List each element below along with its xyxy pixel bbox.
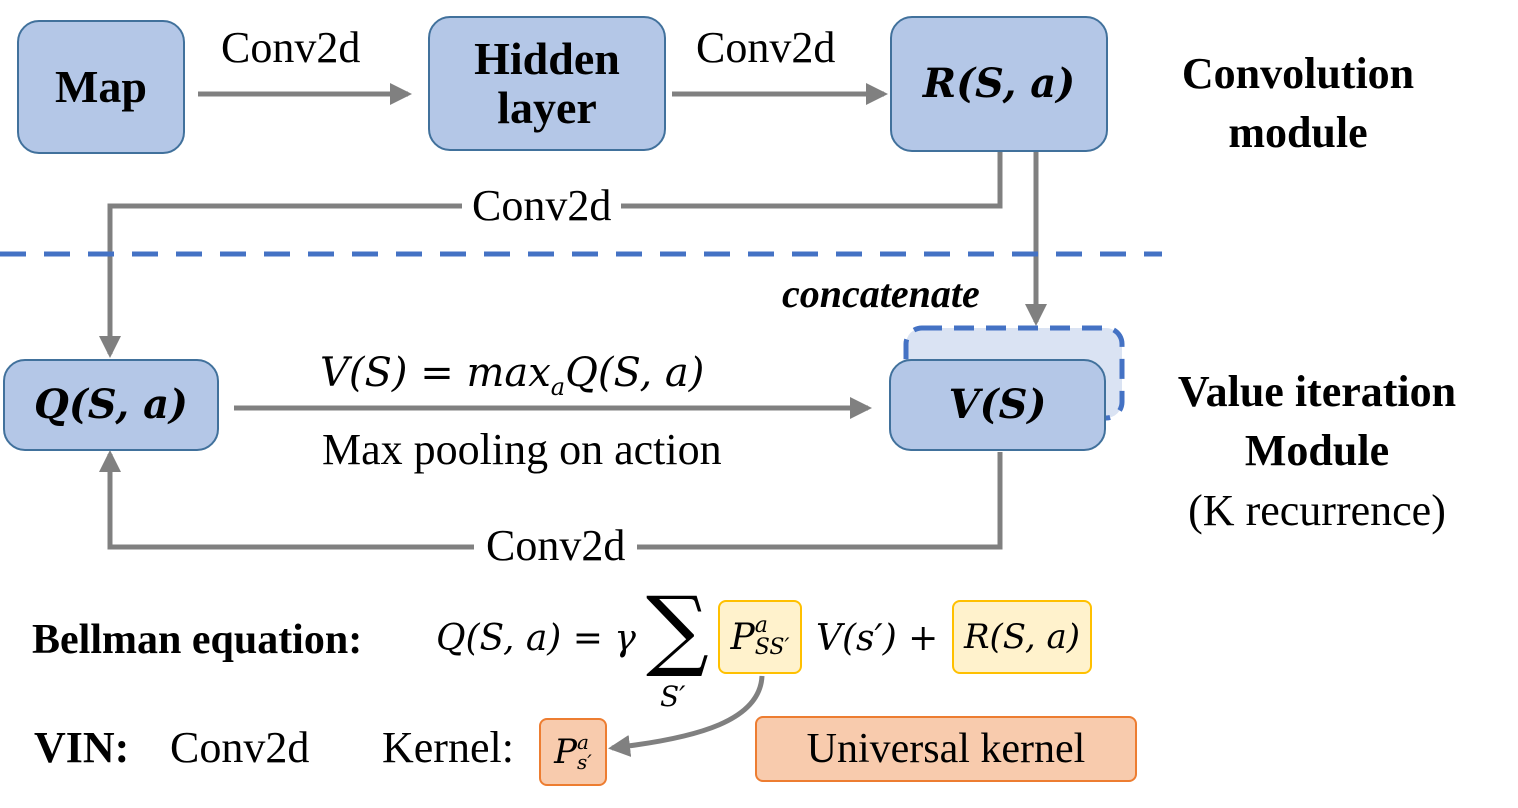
edge-label-map-hidden: Conv2d (221, 23, 361, 72)
vin-conv2d: Conv2d (170, 723, 310, 772)
arrow-p-to-kernel (608, 675, 765, 757)
v-box: V(S) (889, 359, 1106, 451)
hidden-box-line2: layer (497, 81, 597, 133)
convolution-module-label: Convolution module (1148, 44, 1448, 163)
kernel-p-sub: s′ (577, 750, 592, 774)
reward-box-label: R(S, a) (922, 60, 1076, 107)
p-ss-sub: SS′ (754, 635, 790, 660)
p-ss-base: P (730, 616, 755, 658)
vin-label: VIN: (34, 723, 130, 772)
max-equation: V(S) = maxaQ(S, a) (320, 350, 704, 401)
map-box-label: Map (55, 60, 147, 112)
hidden-box-line1: Hidden (474, 33, 620, 85)
value-iteration-module-label: Value iteration Module (K recurrence) (1142, 362, 1492, 540)
r-term: R(S, a) (952, 600, 1092, 674)
kernel-p-sup: a (577, 730, 589, 754)
convolution-label-line2: module (1228, 108, 1368, 158)
sum-index: S′ (660, 680, 686, 713)
kernel-p-base: P (554, 732, 578, 772)
equation-sub: a (550, 373, 566, 401)
concatenate-label: concatenate (782, 271, 980, 316)
sum-symbol: ∑ (646, 577, 709, 680)
bellman-label: Bellman equation: (32, 617, 363, 663)
reward-box: R(S, a) (890, 16, 1108, 152)
universal-kernel-box: Universal kernel (755, 716, 1137, 782)
max-pooling-label: Max pooling on action (322, 425, 722, 474)
vi-label-line3: (K recurrence) (1188, 485, 1446, 535)
map-box: Map (17, 20, 185, 154)
convolution-label-line1: Convolution (1181, 49, 1415, 98)
vi-label-line2: Module (1244, 426, 1390, 476)
kernel-label: Kernel: (382, 723, 514, 772)
q-box-label: Q(S, a) (34, 381, 188, 428)
edge-label-v-q: Conv2d (474, 520, 638, 571)
hidden-layer-box: Hidden layer (428, 16, 666, 151)
v-s-prime-term: V(s′) + (816, 618, 939, 659)
equation-tail: Q(S, a) (565, 350, 705, 396)
p-ss-sup: a (754, 613, 768, 638)
edge-label-hidden-reward: Conv2d (696, 23, 836, 72)
edge-label-reward-q: Conv2d (462, 180, 622, 231)
q-box: Q(S, a) (3, 359, 219, 451)
v-box-label: V(S) (948, 381, 1047, 428)
bellman-lhs: Q(S, a) = γ (436, 618, 636, 659)
equation-head: V(S) = max (320, 350, 551, 396)
vi-label-line1: Value iteration (1177, 367, 1457, 416)
